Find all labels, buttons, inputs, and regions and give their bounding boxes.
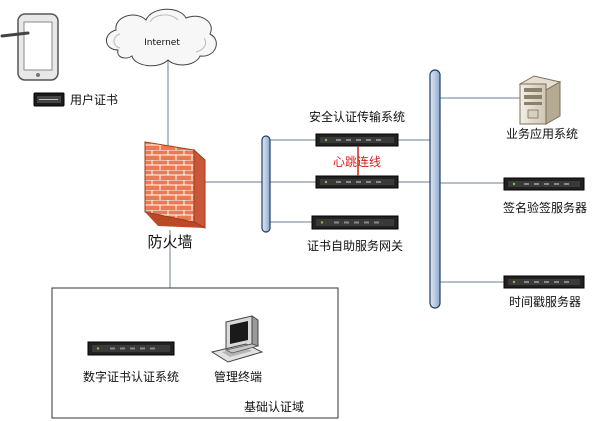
digital-cert-auth-system-label: 数字证书认证系统 (83, 369, 179, 384)
computer-icon (210, 315, 264, 363)
rack-server-icon (311, 215, 399, 230)
backbone-bar-right (429, 69, 441, 309)
rack-server-icon (315, 133, 399, 147)
user-cert-label: 用户证书 (70, 92, 118, 107)
heartbeat-link-label: 心跳连线 (333, 154, 381, 169)
firewall-label: 防火墙 (147, 233, 192, 251)
tablet-icon (0, 13, 59, 81)
management-terminal-label: 管理终端 (214, 369, 262, 384)
sign-verify-server-label: 签名验签服务器 (503, 200, 587, 215)
secure-auth-system-label: 安全认证传输系统 (309, 109, 405, 124)
rack-server-icon (503, 275, 585, 289)
connection-lines (167, 55, 520, 288)
cloud-icon (106, 8, 217, 67)
rack-server-icon (87, 341, 175, 356)
backbone-bar-left (261, 135, 271, 233)
rack-server-icon (503, 177, 585, 191)
rack-server-icon (315, 175, 399, 189)
base-auth-domain-box (51, 287, 339, 419)
base-auth-domain-label: 基础认证域 (244, 400, 304, 414)
internet-label: Internet (144, 38, 180, 48)
cert-gateway-label: 证书自助服务网关 (307, 238, 403, 253)
timestamp-server-label: 时间戳服务器 (509, 294, 581, 309)
tower-server-icon (518, 75, 562, 125)
business-app-system-label: 业务应用系统 (506, 126, 578, 141)
firewall-icon (144, 141, 206, 229)
usb-key-icon (33, 92, 65, 107)
